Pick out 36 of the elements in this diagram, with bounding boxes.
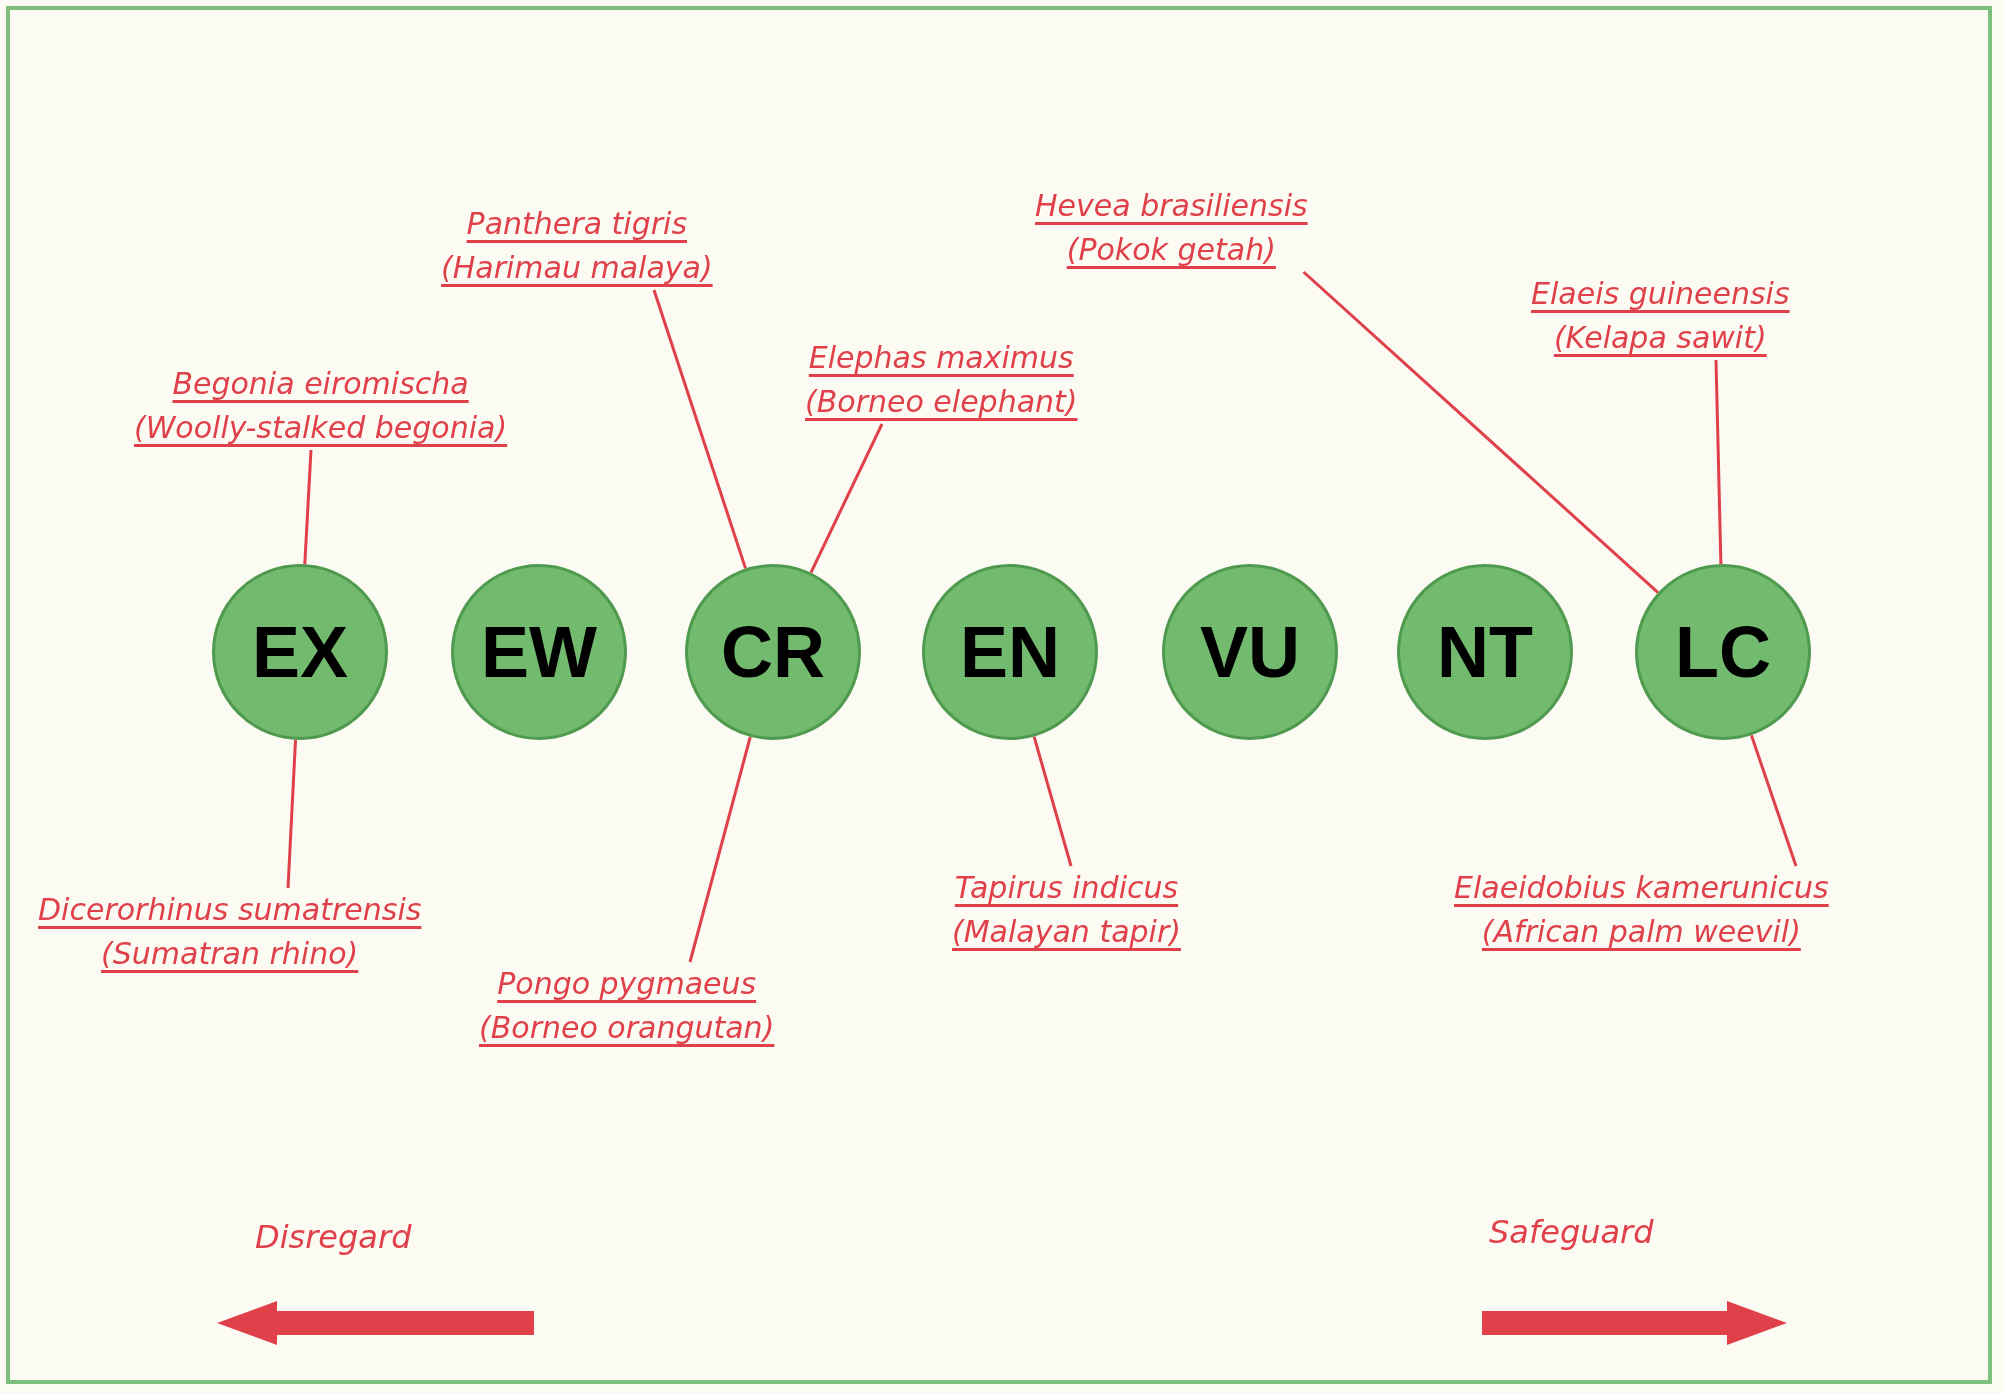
- status-circle: EW: [451, 564, 627, 740]
- species-name: Begonia eiromischa: [172, 365, 469, 403]
- status-circle: EN: [922, 564, 1098, 740]
- common-name: (Harimau malaya): [441, 249, 713, 287]
- species-name: Hevea brasiliensis: [1035, 187, 1308, 225]
- species-name: Elaeidobius kamerunicus: [1454, 869, 1829, 907]
- leader-line: [688, 736, 752, 963]
- direction-label: Safeguard: [1489, 1213, 1654, 1251]
- common-name: (Woolly-stalked begonia): [134, 409, 508, 447]
- species-name: Panthera tigris: [466, 205, 688, 243]
- common-name: (Borneo elephant): [805, 383, 1078, 421]
- leader-line: [1714, 359, 1723, 565]
- leader-line: [1302, 270, 1660, 594]
- status-circle: VU: [1162, 564, 1338, 740]
- status-circle: NT: [1397, 564, 1573, 740]
- leader-line: [652, 289, 747, 569]
- species-name: Pongo pygmaeus: [497, 965, 757, 1003]
- species-name: Elephas maximus: [808, 339, 1074, 377]
- species-name: Elaeis guineensis: [1531, 275, 1790, 313]
- status-circle: LC: [1635, 564, 1811, 740]
- common-name: (Malayan tapir): [952, 913, 1181, 951]
- common-name: (Borneo orangutan): [479, 1009, 775, 1047]
- status-circle: EX: [212, 564, 388, 740]
- species-name: Tapirus indicus: [954, 869, 1179, 907]
- common-name: (Kelapa sawit): [1553, 319, 1767, 357]
- common-name: (Sumatran rhino): [101, 935, 359, 973]
- leader-line: [1032, 736, 1073, 867]
- leader-line: [303, 449, 313, 565]
- common-name: (African palm weevil): [1481, 913, 1801, 951]
- leader-line: [809, 423, 884, 574]
- status-circle: CR: [685, 564, 861, 740]
- leader-line: [286, 739, 298, 889]
- leader-line: [1750, 734, 1798, 867]
- species-name: Dicerorhinus sumatrensis: [38, 891, 422, 929]
- direction-label: Disregard: [255, 1218, 412, 1256]
- common-name: (Pokok getah): [1066, 231, 1276, 269]
